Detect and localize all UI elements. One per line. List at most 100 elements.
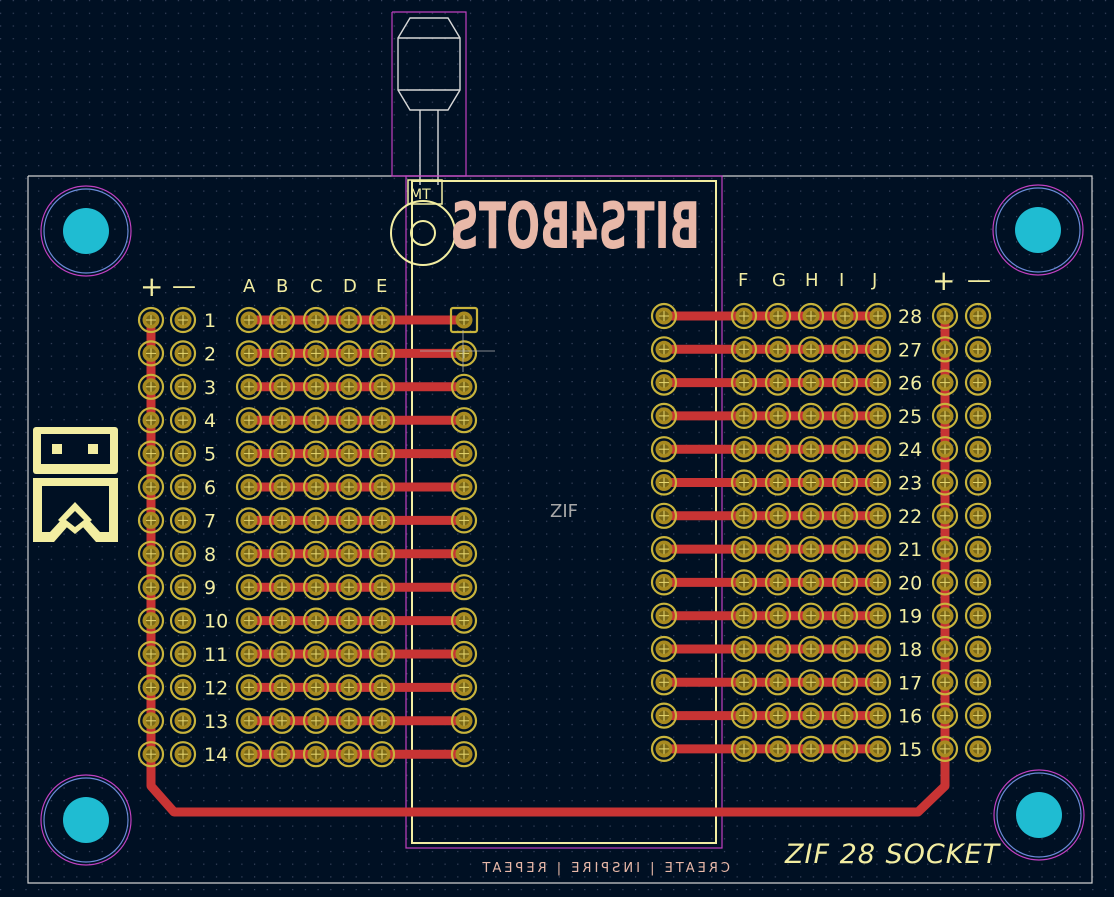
proto-pad	[797, 602, 825, 629]
mounting-holes	[40, 184, 1085, 866]
power-pad	[931, 502, 959, 529]
proto-pad	[335, 607, 363, 634]
zif-pin-pad	[650, 502, 678, 529]
power-pad	[169, 741, 197, 768]
proto-pad	[797, 702, 825, 729]
proto-pad	[268, 574, 296, 601]
power-pad	[964, 635, 992, 663]
zif-pin-pad	[650, 635, 678, 663]
power-pad	[169, 473, 197, 501]
proto-pad	[730, 702, 758, 729]
zif-pin-pad	[650, 702, 678, 729]
row-number-label: 1	[204, 310, 216, 332]
power-pad	[137, 540, 165, 567]
row-number-label: 26	[898, 373, 922, 395]
proto-pad	[268, 540, 296, 567]
proto-pad	[302, 607, 330, 634]
pad-grid	[137, 302, 992, 768]
proto-pad	[730, 635, 758, 663]
power-rail-label: +	[140, 270, 163, 303]
proto-pad	[764, 535, 792, 563]
proto-pad	[302, 507, 330, 534]
proto-pad	[368, 640, 396, 668]
proto-pad	[764, 302, 792, 330]
proto-pad	[831, 535, 859, 563]
power-pad	[931, 336, 959, 363]
proto-pad	[302, 373, 330, 400]
proto-pad	[335, 674, 363, 701]
proto-pad	[831, 602, 859, 629]
power-pad	[964, 336, 992, 363]
power-pad	[964, 669, 992, 696]
proto-pad	[235, 440, 263, 467]
proto-pad	[730, 402, 758, 429]
zif-pin-pad	[650, 602, 678, 629]
proto-pad	[764, 702, 792, 729]
proto-pad	[831, 735, 859, 763]
zif-pin-pad	[450, 407, 478, 434]
proto-pad	[864, 436, 892, 463]
power-pad	[931, 569, 959, 596]
proto-pad	[797, 669, 825, 696]
proto-pad	[302, 640, 330, 668]
proto-pad	[368, 540, 396, 567]
power-pad	[964, 436, 992, 463]
proto-pad	[268, 473, 296, 501]
proto-pad	[268, 440, 296, 467]
proto-pad	[831, 702, 859, 729]
row-number-label: 14	[204, 744, 228, 766]
zif-pin-pad	[650, 369, 678, 396]
power-pad	[137, 607, 165, 634]
proto-pad	[864, 635, 892, 663]
power-pad	[169, 674, 197, 701]
proto-pad	[235, 540, 263, 567]
proto-pad	[235, 373, 263, 400]
proto-pad	[864, 369, 892, 396]
proto-pad	[335, 640, 363, 668]
mounting-hole-icon	[993, 769, 1085, 861]
column-header-label: G	[772, 270, 786, 291]
power-pad	[169, 640, 197, 668]
power-pad	[137, 440, 165, 467]
proto-pad	[797, 502, 825, 529]
proto-pad	[764, 336, 792, 363]
proto-pad	[864, 502, 892, 529]
proto-pad	[235, 306, 263, 334]
proto-pad	[302, 741, 330, 768]
proto-pad	[268, 340, 296, 367]
row-number-label: 4	[204, 410, 216, 432]
power-pad	[137, 741, 165, 768]
board-outline	[27, 175, 1093, 884]
row-number-label: 5	[204, 444, 216, 466]
proto-pad	[831, 502, 859, 529]
proto-pad	[730, 602, 758, 629]
proto-pad	[268, 607, 296, 634]
proto-pad	[335, 340, 363, 367]
row-number-label: 2	[204, 343, 216, 365]
row-number-label: 3	[204, 377, 216, 399]
zif-pin-pad	[650, 569, 678, 596]
proto-pad	[764, 635, 792, 663]
power-pad	[931, 402, 959, 429]
power-pad	[931, 436, 959, 463]
row-number-label: 8	[204, 544, 216, 566]
column-header-label: H	[805, 270, 819, 291]
proto-pad	[335, 440, 363, 467]
proto-pad	[764, 469, 792, 496]
proto-pad	[831, 302, 859, 330]
proto-pad	[797, 302, 825, 330]
proto-pad	[730, 735, 758, 763]
proto-pad	[368, 507, 396, 534]
proto-pad	[831, 669, 859, 696]
proto-pad	[797, 569, 825, 596]
proto-pad	[764, 669, 792, 696]
row-number-label: 22	[898, 506, 922, 528]
zif-pin-pad	[650, 535, 678, 563]
proto-pad	[335, 707, 363, 734]
proto-pad	[831, 469, 859, 496]
zif-pin-pad	[450, 607, 478, 634]
proto-pad	[235, 574, 263, 601]
power-pad	[137, 574, 165, 601]
proto-pad	[302, 473, 330, 501]
